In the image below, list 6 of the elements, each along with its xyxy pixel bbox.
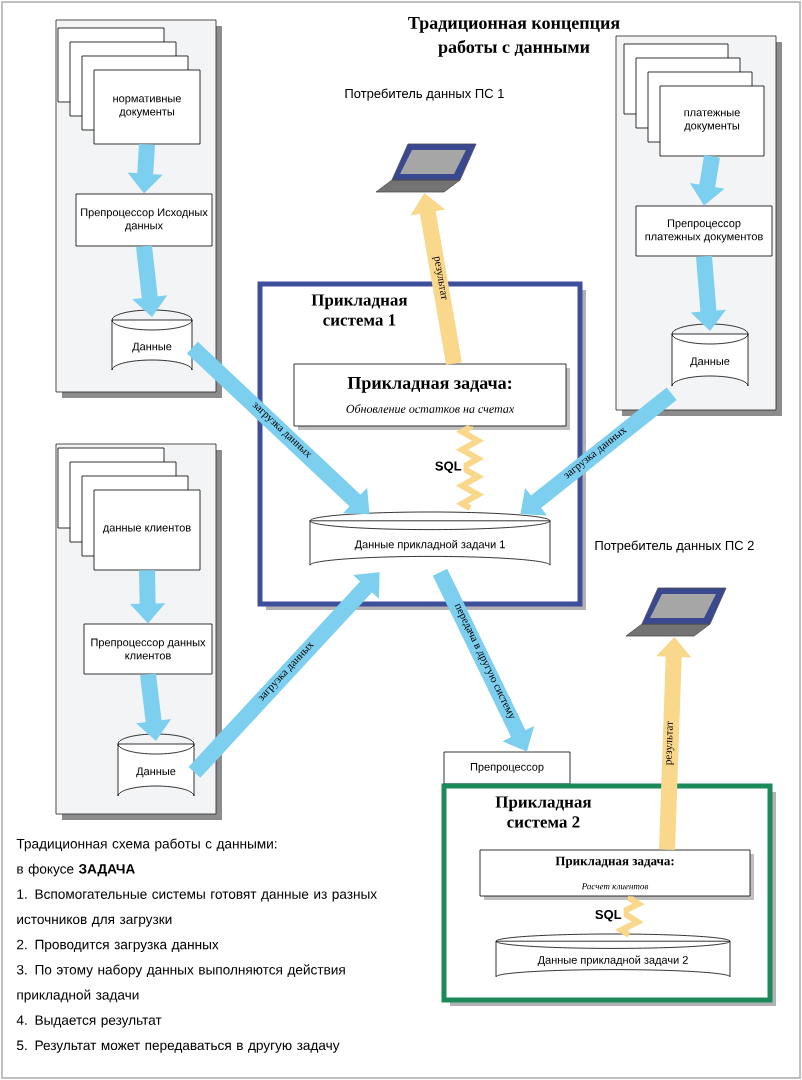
block-arrow bbox=[520, 387, 677, 516]
title: Традиционная концепция работы с данными bbox=[408, 17, 620, 57]
block-arrow bbox=[186, 341, 370, 515]
lightning-connector bbox=[455, 424, 485, 511]
block-arrow bbox=[188, 572, 380, 778]
lightning-connector bbox=[615, 896, 645, 938]
